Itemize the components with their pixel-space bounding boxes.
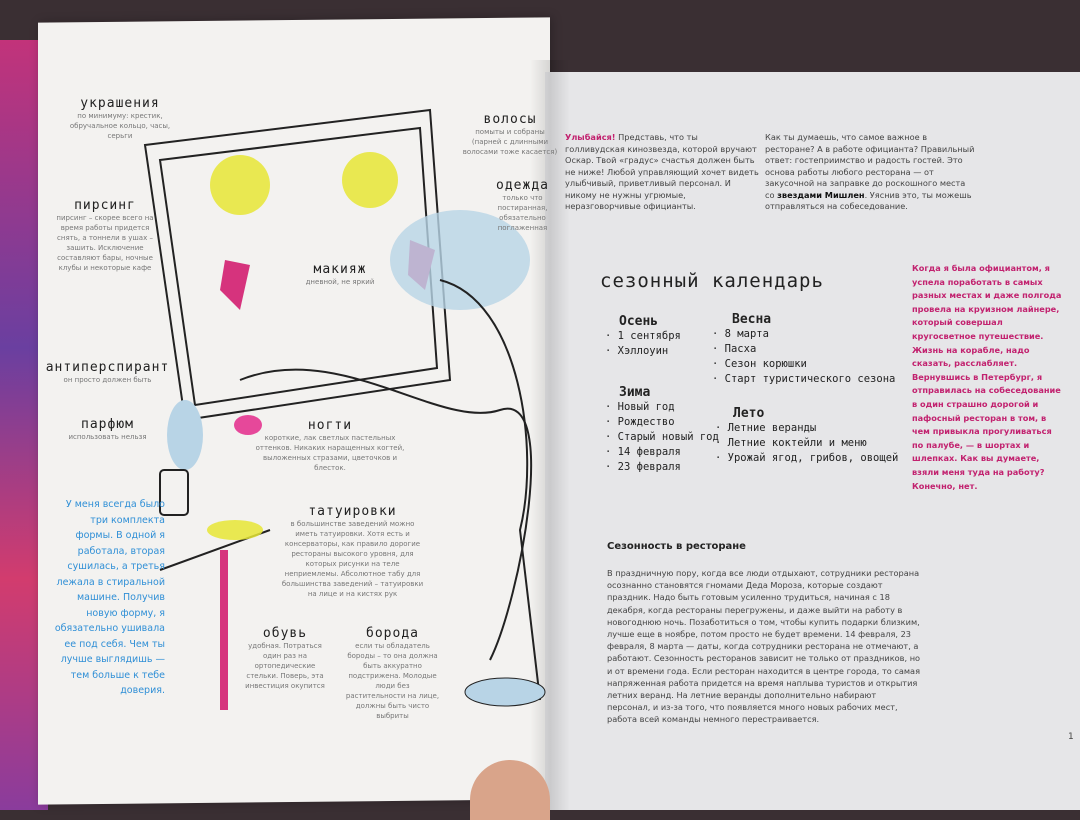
season-item: · Летние коктейли и меню (715, 437, 867, 449)
author-note-pink: Когда я была официантом, я успела порабо… (912, 263, 1062, 491)
section-text: если ты обладатель бороды – то она должн… (345, 642, 440, 720)
season-name: Весна (732, 312, 772, 327)
season-autumn: Осень · 1 сентября · Хэллоуин (605, 314, 681, 359)
michelin-bold: звездами Мишлен (777, 189, 865, 200)
section-text: помыты и собраны (парней с длинными воло… (462, 128, 558, 156)
seasonality-heading: Сезонность в ресторане (607, 541, 746, 552)
importance-paragraph: Как ты думаешь, что самое важное в ресто… (765, 132, 975, 213)
section-clothes: одежда только что постиранная, обязатель… (490, 178, 555, 233)
season-winter: Зима · Новый год · Рождество · Старый но… (605, 385, 719, 475)
season-name: Лето (733, 406, 765, 421)
section-text: дневной, не яркий (305, 278, 375, 286)
season-item: · Старый новый год (605, 431, 719, 443)
intro-text: Представь, что ты голливудская кинозвезд… (565, 132, 759, 211)
intro-paragraph: Улыбайся! Представь, что ты голливудская… (565, 132, 760, 213)
section-jewelry: украшения по минимуму: крестик, обручаль… (65, 96, 175, 141)
season-item: · Урожай ягод, грибов, овощей (715, 452, 899, 464)
season-item: · Пасха (712, 343, 757, 355)
section-text: он просто должен быть (63, 376, 152, 384)
section-perfume: парфюм использовать нельзя (60, 417, 155, 442)
paragraph-text: Как ты думаешь, что самое важное в ресто… (765, 132, 975, 200)
section-text: использовать нельзя (68, 433, 147, 441)
season-item: · 23 февраля (605, 461, 681, 473)
shoe (464, 677, 546, 707)
season-name: Зима (619, 385, 651, 400)
season-item: · 8 марта (712, 328, 769, 340)
section-title: украшения (80, 96, 160, 111)
intro-highlight: Улыбайся! (565, 132, 616, 142)
section-text: только что постиранная, обязательно погл… (497, 194, 548, 232)
antiperspirant-bottle (167, 400, 203, 470)
season-item: · Сезон корюшки (712, 358, 807, 370)
section-title: одежда (496, 178, 549, 193)
powder-compact (234, 415, 262, 435)
section-text: пирсинг – скорее всего на время работы п… (56, 214, 154, 272)
right-page (545, 72, 1080, 810)
section-title: парфюм (81, 417, 134, 432)
page-number: 1 (1068, 732, 1074, 742)
section-text: короткие, лак светлых пастельных оттенко… (255, 434, 405, 472)
perfume-bottle (159, 469, 189, 516)
season-summer: Лето · Летние веранды · Летние коктейли … (715, 406, 898, 466)
season-item: · Хэллоуин (605, 345, 669, 357)
season-spring: Весна · 8 марта · Пасха · Сезон корюшки … (712, 312, 895, 387)
section-text: удобная. Потраться один раз на ортопедич… (245, 642, 325, 690)
section-text: по минимуму: крестик, обручальное кольцо… (69, 112, 171, 140)
section-title: татуировки (308, 504, 397, 519)
waitress-mirror-illustration (143, 108, 546, 710)
reflection-collar (220, 260, 250, 310)
section-title: макияж (313, 262, 367, 277)
section-nails: ногти короткие, лак светлых пастельных о… (255, 418, 405, 473)
season-item: · 1 сентября (605, 330, 681, 342)
section-tattoos: татуировки в большинстве заведений можно… (280, 504, 425, 599)
paragraph-text: . Уяснив это, ты можешь отправляться на … (765, 189, 972, 212)
seasonality-text: В праздничную пору, когда все люди отдых… (607, 568, 921, 725)
section-title: волосы (483, 112, 537, 127)
season-item: · Рождество (605, 416, 675, 428)
woman-hair (342, 152, 398, 208)
section-title: борода (366, 626, 419, 641)
section-title: ногти (307, 418, 353, 433)
mirror-frame (143, 108, 452, 422)
section-title: антиперспирант (45, 360, 170, 375)
section-beard: борода если ты обладатель бороды – то он… (345, 626, 440, 721)
section-title: пирсинг (74, 198, 136, 213)
season-item: · Старт туристического сезона (712, 373, 896, 385)
section-title: обувь (262, 626, 308, 641)
author-note-blue: У меня всегда было три комплекта формы. … (54, 499, 165, 696)
section-text: в большинстве заведений можно иметь тату… (281, 520, 424, 598)
season-name: Осень (619, 314, 659, 329)
reflection-hair (210, 155, 270, 215)
section-piercing: пирсинг пирсинг – скорее всего на время … (55, 198, 155, 273)
season-item: · 14 февраля (605, 446, 681, 458)
section-hair: волосы помыты и собраны (парней с длинны… (460, 112, 560, 157)
season-item: · Летние веранды (715, 422, 817, 434)
season-item: · Новый год (605, 401, 675, 413)
shirt-blue-shape (390, 210, 530, 310)
section-antiperspirant: антиперспирант он просто должен быть (45, 360, 170, 385)
calendar-title: сезонный календарь (600, 270, 824, 292)
table-leg (220, 550, 228, 710)
section-makeup: макияж дневной, не яркий (290, 262, 390, 287)
section-shoes: обувь удобная. Потраться один раз на орт… (240, 626, 330, 691)
